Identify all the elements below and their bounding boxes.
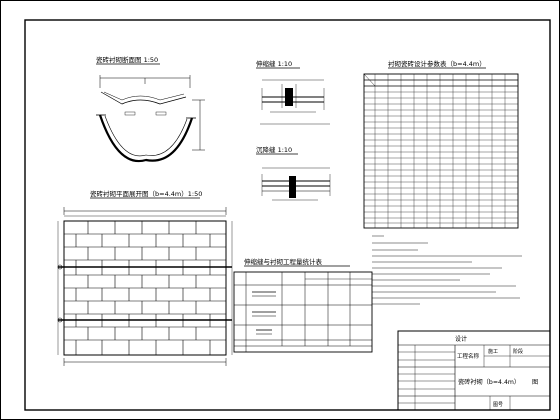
title-block: 设计 工程名称 施工 阶段 瓷砖衬砌（b=4.4m） 图 图号 <box>397 330 551 411</box>
section-view: 瓷砖衬砌断面图 1:50 <box>96 55 205 163</box>
plan-title: 瓷砖衬砌平面展开图（b=4.4m）1:50 <box>90 189 202 198</box>
stage-sub-label: 阶段 <box>513 348 523 355</box>
drawing-suffix-text: 图 <box>532 379 538 386</box>
brick-courses <box>64 221 226 355</box>
designer-label: 设计 <box>455 335 467 343</box>
stage-label: 施工 <box>488 348 498 355</box>
drawing-no-label: 图号 <box>493 402 503 408</box>
project-label: 工程名称 <box>457 352 480 360</box>
detail-b: 沉降缝 1:10 <box>256 145 331 201</box>
notes-block <box>372 235 522 305</box>
detail-a: 伸缩缝 1:10 <box>256 59 330 125</box>
parameter-table-title: 衬砌瓷砖设计参数表（b=4.4m） <box>388 59 486 68</box>
parameter-table: 衬砌瓷砖设计参数表（b=4.4m） <box>363 59 519 229</box>
detail-b-title: 沉降缝 1:10 <box>256 145 292 154</box>
material-table: 伸缩缝与衬砌工程量统计表 <box>233 257 373 353</box>
section-title: 瓷砖衬砌断面图 1:50 <box>96 55 158 64</box>
detail-a-title: 伸缩缝 1:10 <box>256 59 292 68</box>
inner-border <box>24 19 551 411</box>
drawing-title-text: 瓷砖衬砌（b=4.4m） <box>458 378 520 386</box>
material-table-title: 伸缩缝与衬砌工程量统计表 <box>244 257 323 266</box>
plan-view: 瓷砖衬砌平面展开图（b=4.4m）1:50 <box>57 189 233 366</box>
